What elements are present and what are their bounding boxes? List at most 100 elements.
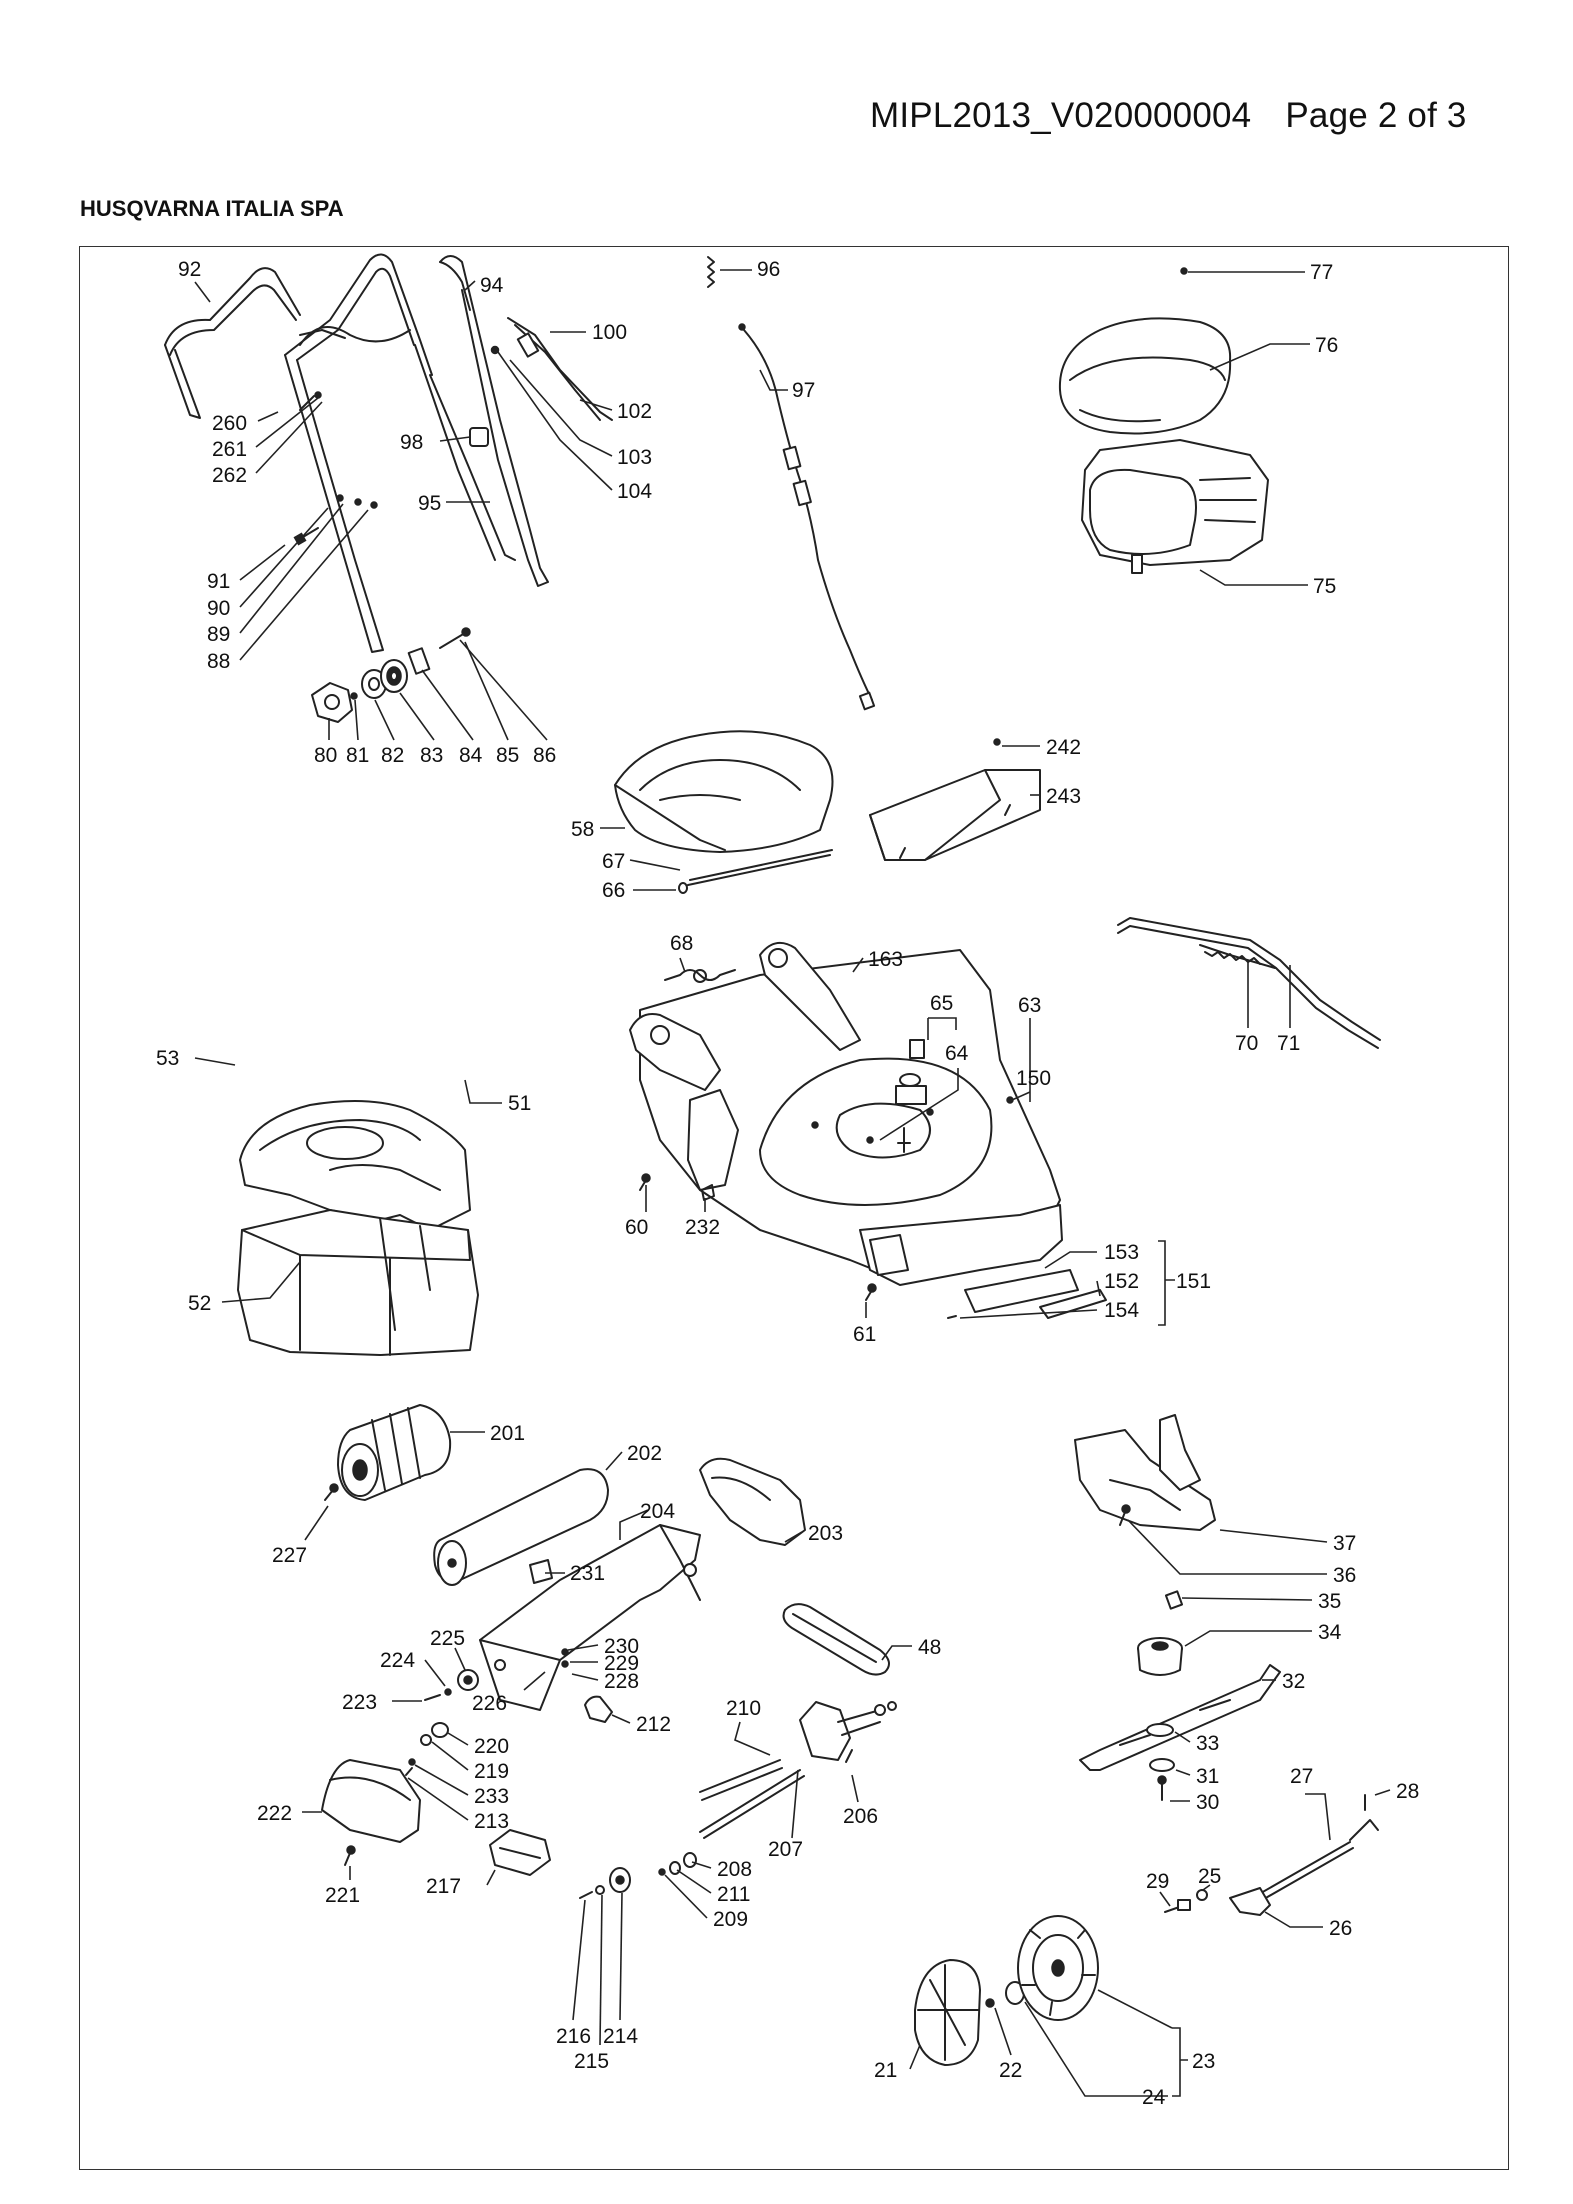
callout-211: 211 bbox=[717, 1883, 750, 1906]
callout-100: 100 bbox=[592, 321, 627, 344]
callout-230: 230 bbox=[604, 1635, 639, 1658]
callout-232: 232 bbox=[685, 1216, 720, 1239]
callout-213: 213 bbox=[474, 1810, 509, 1833]
callout-66: 66 bbox=[602, 879, 625, 902]
callout-25: 25 bbox=[1198, 1865, 1221, 1888]
part-shapes bbox=[164, 253, 1381, 2066]
callout-21: 21 bbox=[874, 2059, 897, 2082]
callout-220: 220 bbox=[474, 1735, 509, 1758]
callout-80: 80 bbox=[314, 744, 337, 767]
callout-226: 226 bbox=[472, 1692, 507, 1715]
callout-216: 216 bbox=[556, 2025, 591, 2048]
callout-32: 32 bbox=[1282, 1670, 1305, 1693]
callout-209: 209 bbox=[713, 1908, 748, 1931]
callout-33: 33 bbox=[1196, 1732, 1219, 1755]
callout-227: 227 bbox=[272, 1544, 307, 1567]
callout-91: 91 bbox=[207, 570, 230, 593]
callout-201: 201 bbox=[490, 1422, 525, 1445]
callout-228: 228 bbox=[604, 1670, 639, 1693]
callout-68: 68 bbox=[670, 932, 693, 955]
callout-29: 29 bbox=[1146, 1870, 1169, 1893]
callout-221: 221 bbox=[325, 1884, 360, 1907]
company-name: HUSQVARNA ITALIA SPA bbox=[80, 196, 344, 221]
callout-163: 163 bbox=[868, 948, 903, 971]
page-label: Page 2 of 3 bbox=[1285, 96, 1467, 135]
callout-262: 262 bbox=[212, 464, 247, 487]
callout-51: 51 bbox=[508, 1092, 531, 1115]
callout-229: 229 bbox=[604, 1652, 639, 1675]
callout-224: 224 bbox=[380, 1649, 415, 1672]
callout-225: 225 bbox=[430, 1627, 465, 1650]
callout-31: 31 bbox=[1196, 1765, 1219, 1788]
callout-260: 260 bbox=[212, 412, 247, 435]
callout-65: 65 bbox=[930, 992, 953, 1015]
callout-86: 86 bbox=[533, 744, 556, 767]
callout-261: 261 bbox=[212, 438, 247, 461]
diagram-frame bbox=[79, 246, 1509, 2170]
document-id: MIPL2013_V020000004 Page 2 of 3 bbox=[870, 96, 1467, 136]
callout-58: 58 bbox=[571, 818, 594, 841]
callout-30: 30 bbox=[1196, 1791, 1219, 1814]
callout-153: 153 bbox=[1104, 1241, 1139, 1264]
callout-104: 104 bbox=[617, 480, 652, 503]
callout-35: 35 bbox=[1318, 1590, 1341, 1613]
callout-83: 83 bbox=[420, 744, 443, 767]
callout-154: 154 bbox=[1104, 1299, 1139, 1322]
callout-242: 242 bbox=[1046, 736, 1081, 759]
callout-63: 63 bbox=[1018, 994, 1041, 1017]
callout-95: 95 bbox=[418, 492, 441, 515]
callout-217: 217 bbox=[426, 1875, 461, 1898]
callout-26: 26 bbox=[1329, 1917, 1352, 1940]
callout-85: 85 bbox=[496, 744, 519, 767]
callout-76: 76 bbox=[1315, 334, 1338, 357]
callout-214: 214 bbox=[603, 2025, 638, 2048]
callout-60: 60 bbox=[625, 1216, 648, 1239]
callout-231: 231 bbox=[570, 1562, 605, 1585]
callout-210: 210 bbox=[726, 1697, 761, 1720]
callout-203: 203 bbox=[808, 1522, 843, 1545]
callout-70: 70 bbox=[1235, 1032, 1258, 1055]
callout-204: 204 bbox=[640, 1500, 675, 1523]
callout-97: 97 bbox=[792, 379, 815, 402]
callout-103: 103 bbox=[617, 446, 652, 469]
callout-61: 61 bbox=[853, 1323, 876, 1346]
callout-89: 89 bbox=[207, 623, 230, 646]
callout-88: 88 bbox=[207, 650, 230, 673]
callout-53: 53 bbox=[156, 1047, 179, 1070]
callout-208: 208 bbox=[717, 1858, 752, 1881]
callout-36: 36 bbox=[1333, 1564, 1356, 1587]
callout-28: 28 bbox=[1396, 1780, 1419, 1803]
callout-233: 233 bbox=[474, 1785, 509, 1808]
callout-64: 64 bbox=[945, 1042, 969, 1065]
callout-71: 71 bbox=[1277, 1032, 1300, 1055]
callout-206: 206 bbox=[843, 1805, 878, 1828]
callout-151: 151 bbox=[1176, 1270, 1211, 1293]
callout-92: 92 bbox=[178, 258, 201, 281]
callout-243: 243 bbox=[1046, 785, 1081, 808]
callout-84: 84 bbox=[459, 744, 483, 767]
callout-48: 48 bbox=[918, 1636, 941, 1659]
callout-numbers: 92 94 96 77 100 76 97 102 260 261 262 98… bbox=[156, 258, 1419, 2109]
callout-34: 34 bbox=[1318, 1621, 1342, 1644]
callout-98: 98 bbox=[400, 431, 423, 454]
callout-102: 102 bbox=[617, 400, 652, 423]
callout-22: 22 bbox=[999, 2059, 1022, 2082]
callout-90: 90 bbox=[207, 597, 230, 620]
callout-37: 37 bbox=[1333, 1532, 1356, 1555]
callout-67: 67 bbox=[602, 850, 625, 873]
callout-94: 94 bbox=[480, 274, 504, 297]
callout-82: 82 bbox=[381, 744, 404, 767]
callout-27: 27 bbox=[1290, 1765, 1313, 1788]
doc-code: MIPL2013_V020000004 bbox=[870, 96, 1252, 135]
callout-222: 222 bbox=[257, 1802, 292, 1825]
callout-202: 202 bbox=[627, 1442, 662, 1465]
callout-23: 23 bbox=[1192, 2050, 1215, 2073]
callout-212: 212 bbox=[636, 1713, 671, 1736]
callout-96: 96 bbox=[757, 258, 780, 281]
callout-215: 215 bbox=[574, 2050, 609, 2073]
callout-152: 152 bbox=[1104, 1270, 1139, 1293]
callout-52: 52 bbox=[188, 1292, 211, 1315]
callout-75: 75 bbox=[1313, 575, 1336, 598]
callout-81: 81 bbox=[346, 744, 369, 767]
